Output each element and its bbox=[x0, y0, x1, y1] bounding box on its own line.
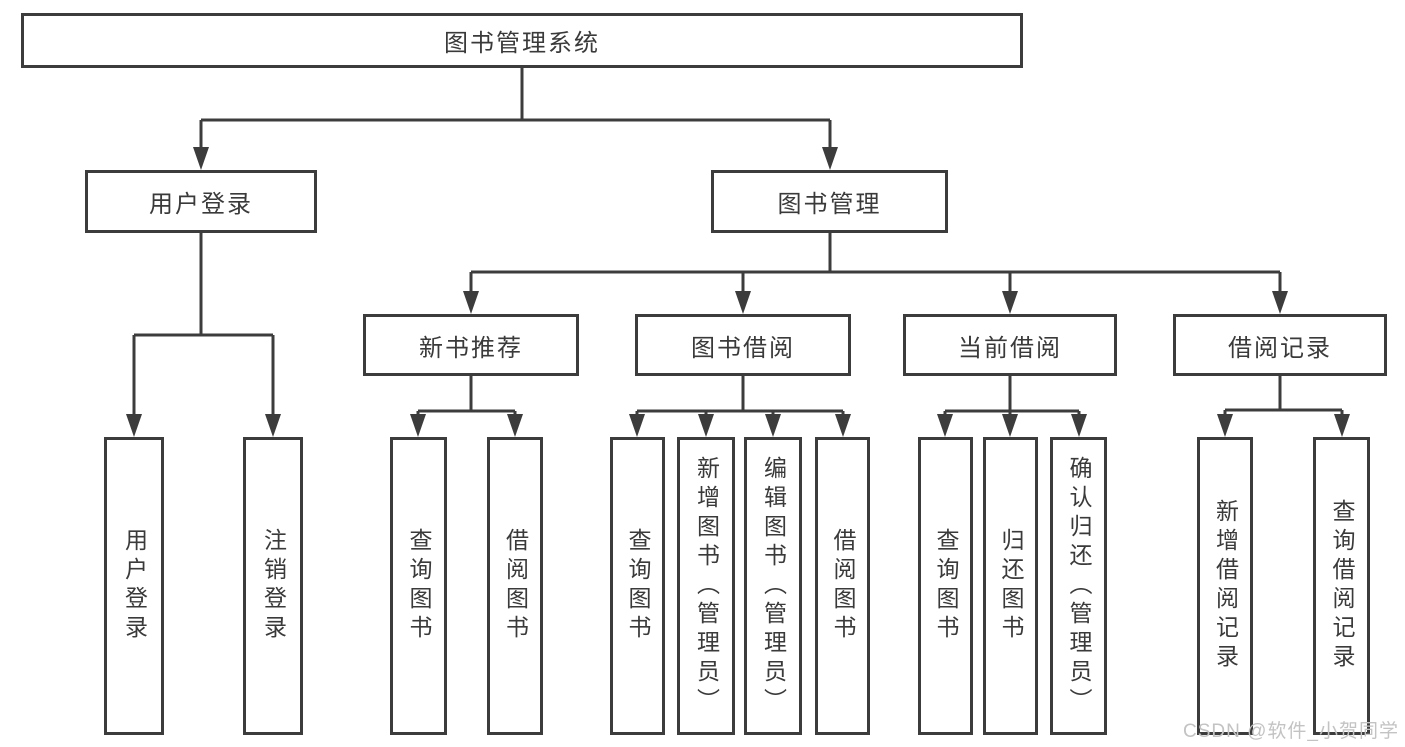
leaf-logout: 注销登录 bbox=[243, 437, 303, 735]
node-borrow-records-label: 借阅记录 bbox=[1228, 334, 1332, 362]
node-new-book-recommend-label: 新书推荐 bbox=[419, 334, 523, 362]
leaf-return-books-label: 归还图书 bbox=[998, 528, 1024, 644]
leaf-edit-books-admin: 编辑图书（管理员） bbox=[744, 437, 802, 735]
node-root-label: 图书管理系统 bbox=[444, 30, 600, 57]
node-user-login-label: 用户登录 bbox=[149, 191, 253, 218]
leaf-borrow-books-recommend-label: 借阅图书 bbox=[502, 528, 529, 644]
leaf-borrow-books-label: 借阅图书 bbox=[830, 528, 856, 644]
node-book-borrow-label: 图书借阅 bbox=[691, 334, 795, 362]
leaf-user-login-label: 用户登录 bbox=[121, 528, 148, 644]
leaf-return-books: 归还图书 bbox=[983, 437, 1038, 735]
leaf-confirm-return-admin-label: 确认归还（管理员） bbox=[1066, 455, 1092, 717]
leaf-query-borrow-record: 查询借阅记录 bbox=[1313, 437, 1370, 735]
node-user-login: 用户登录 bbox=[85, 170, 317, 233]
node-current-borrow-label: 当前借阅 bbox=[958, 334, 1062, 362]
arrowheads bbox=[126, 147, 1350, 437]
leaf-logout-label: 注销登录 bbox=[260, 528, 287, 644]
leaf-add-borrow-record: 新增借阅记录 bbox=[1197, 437, 1253, 735]
leaf-query-books-recommend: 查询图书 bbox=[390, 437, 447, 735]
node-book-management-label: 图书管理 bbox=[777, 191, 882, 218]
leaf-confirm-return-admin: 确认归还（管理员） bbox=[1050, 437, 1107, 735]
node-current-borrow: 当前借阅 bbox=[903, 314, 1117, 376]
leaf-borrow-books: 借阅图书 bbox=[815, 437, 870, 735]
node-book-borrow: 图书借阅 bbox=[635, 314, 851, 376]
node-book-management: 图书管理 bbox=[711, 170, 948, 233]
leaf-add-borrow-record-label: 新增借阅记录 bbox=[1212, 499, 1239, 673]
leaf-query-books-borrow-label: 查询图书 bbox=[625, 528, 651, 644]
leaf-query-books-current-label: 查询图书 bbox=[933, 528, 959, 644]
node-root: 图书管理系统 bbox=[21, 13, 1023, 68]
leaf-query-books-recommend-label: 查询图书 bbox=[406, 528, 432, 644]
leaf-user-login: 用户登录 bbox=[104, 437, 164, 735]
leaf-borrow-books-recommend: 借阅图书 bbox=[487, 437, 543, 735]
leaf-query-borrow-record-label: 查询借阅记录 bbox=[1329, 499, 1355, 673]
leaf-add-books-admin: 新增图书（管理员） bbox=[677, 437, 735, 735]
leaf-add-books-admin-label: 新增图书（管理员） bbox=[693, 455, 720, 717]
leaf-query-books-current: 查询图书 bbox=[918, 437, 973, 735]
leaf-edit-books-admin-label: 编辑图书（管理员） bbox=[760, 455, 787, 717]
node-borrow-records: 借阅记录 bbox=[1173, 314, 1387, 376]
watermark: CSDN @软件_小贺同学 bbox=[1183, 721, 1399, 742]
leaf-query-books-borrow: 查询图书 bbox=[610, 437, 665, 735]
node-new-book-recommend: 新书推荐 bbox=[363, 314, 579, 376]
